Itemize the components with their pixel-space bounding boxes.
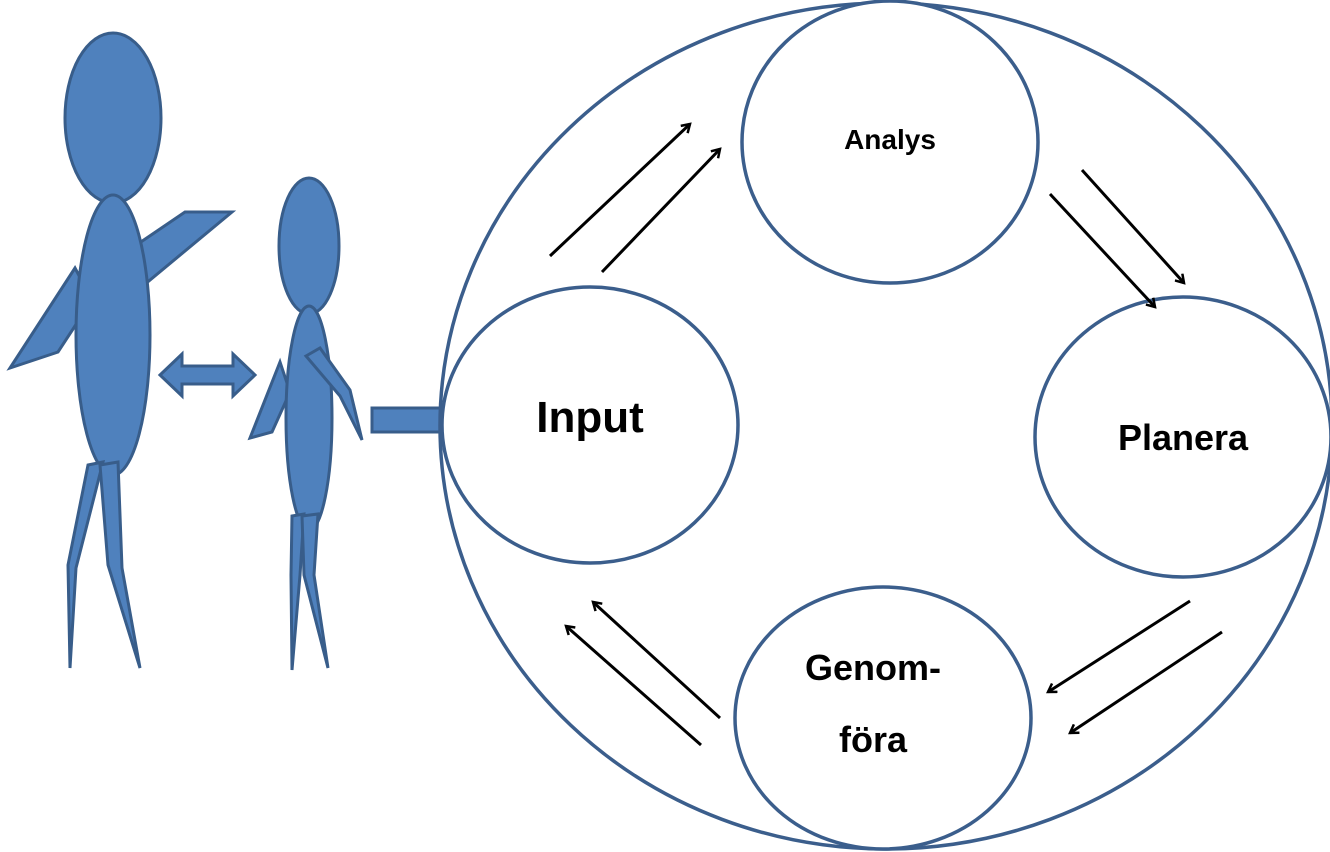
label-genomfora-line2: föra <box>839 719 908 760</box>
node-planera <box>1033 295 1330 579</box>
arrow-analys-to-planera-1 <box>1080 168 1184 283</box>
arrow-input-to-analys-2 <box>600 149 720 274</box>
arrow-input-to-analys-1 <box>548 124 690 258</box>
label-planera: Planera <box>1118 417 1249 458</box>
node-analys <box>740 0 1040 285</box>
person-figure-small-icon <box>247 176 364 671</box>
arrow-genomfora-to-input-2 <box>566 626 702 747</box>
arrow-planera-to-genomfora-1 <box>1048 599 1191 692</box>
node-genomfora <box>733 585 1033 851</box>
person-figure-large-icon <box>6 31 237 669</box>
arrow-genomfora-to-input-1 <box>593 602 722 720</box>
double-headed-arrow-icon <box>157 350 258 400</box>
arrow-analys-to-planera-2 <box>1048 192 1155 307</box>
cycle-arrows <box>548 124 1223 747</box>
label-genomfora-line1: Genom- <box>805 647 941 688</box>
label-analys: Analys <box>844 124 936 155</box>
node-input <box>440 285 740 565</box>
label-input: Input <box>536 393 644 442</box>
arrow-planera-to-genomfora-2 <box>1070 630 1223 733</box>
